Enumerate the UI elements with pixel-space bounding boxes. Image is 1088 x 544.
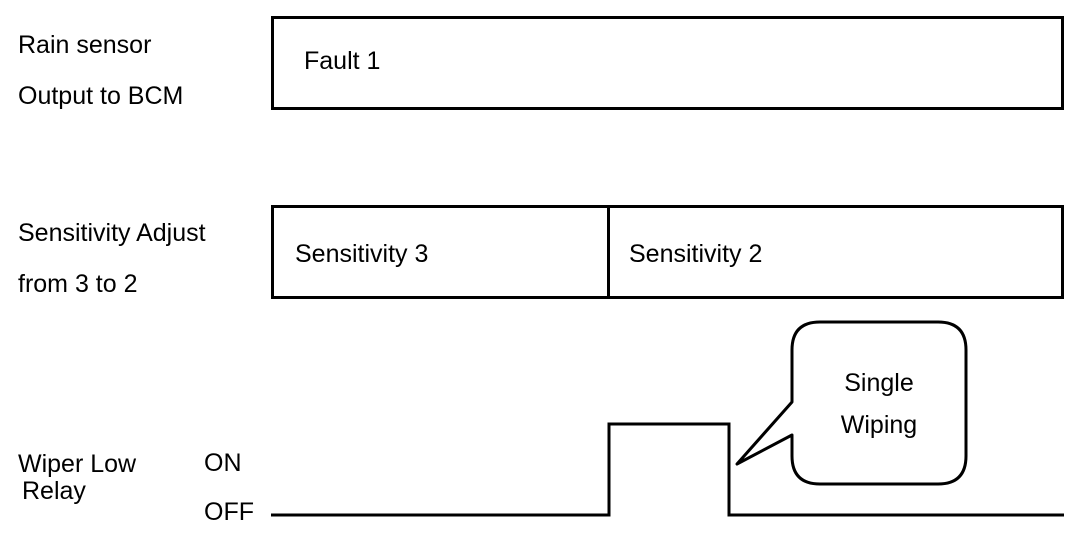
wiper-off-label: OFF xyxy=(204,498,254,526)
wiper-relay-signal xyxy=(271,422,1064,517)
callout-line2: Wiping xyxy=(840,411,918,439)
fault-1-label: Fault 1 xyxy=(304,47,381,75)
rain-sensor-label-line2: Output to BCM xyxy=(18,82,184,110)
sensitivity-3-label: Sensitivity 3 xyxy=(295,240,429,268)
wiper-label-line1: Wiper Low xyxy=(18,450,137,478)
sensitivity-2-segment xyxy=(607,205,1064,299)
callout-line1: Single xyxy=(844,369,914,397)
sensitivity-2-label: Sensitivity 2 xyxy=(629,240,763,268)
sensitivity-label-line1: Sensitivity Adjust xyxy=(18,219,206,247)
fault-1-segment xyxy=(271,16,1064,110)
sensitivity-label-line2: from 3 to 2 xyxy=(18,270,138,298)
single-wiping-callout xyxy=(735,320,968,486)
rain-sensor-label-line1: Rain sensor xyxy=(18,31,152,59)
wiper-label-line2: Relay xyxy=(22,477,86,505)
wiper-on-label: ON xyxy=(204,449,242,477)
